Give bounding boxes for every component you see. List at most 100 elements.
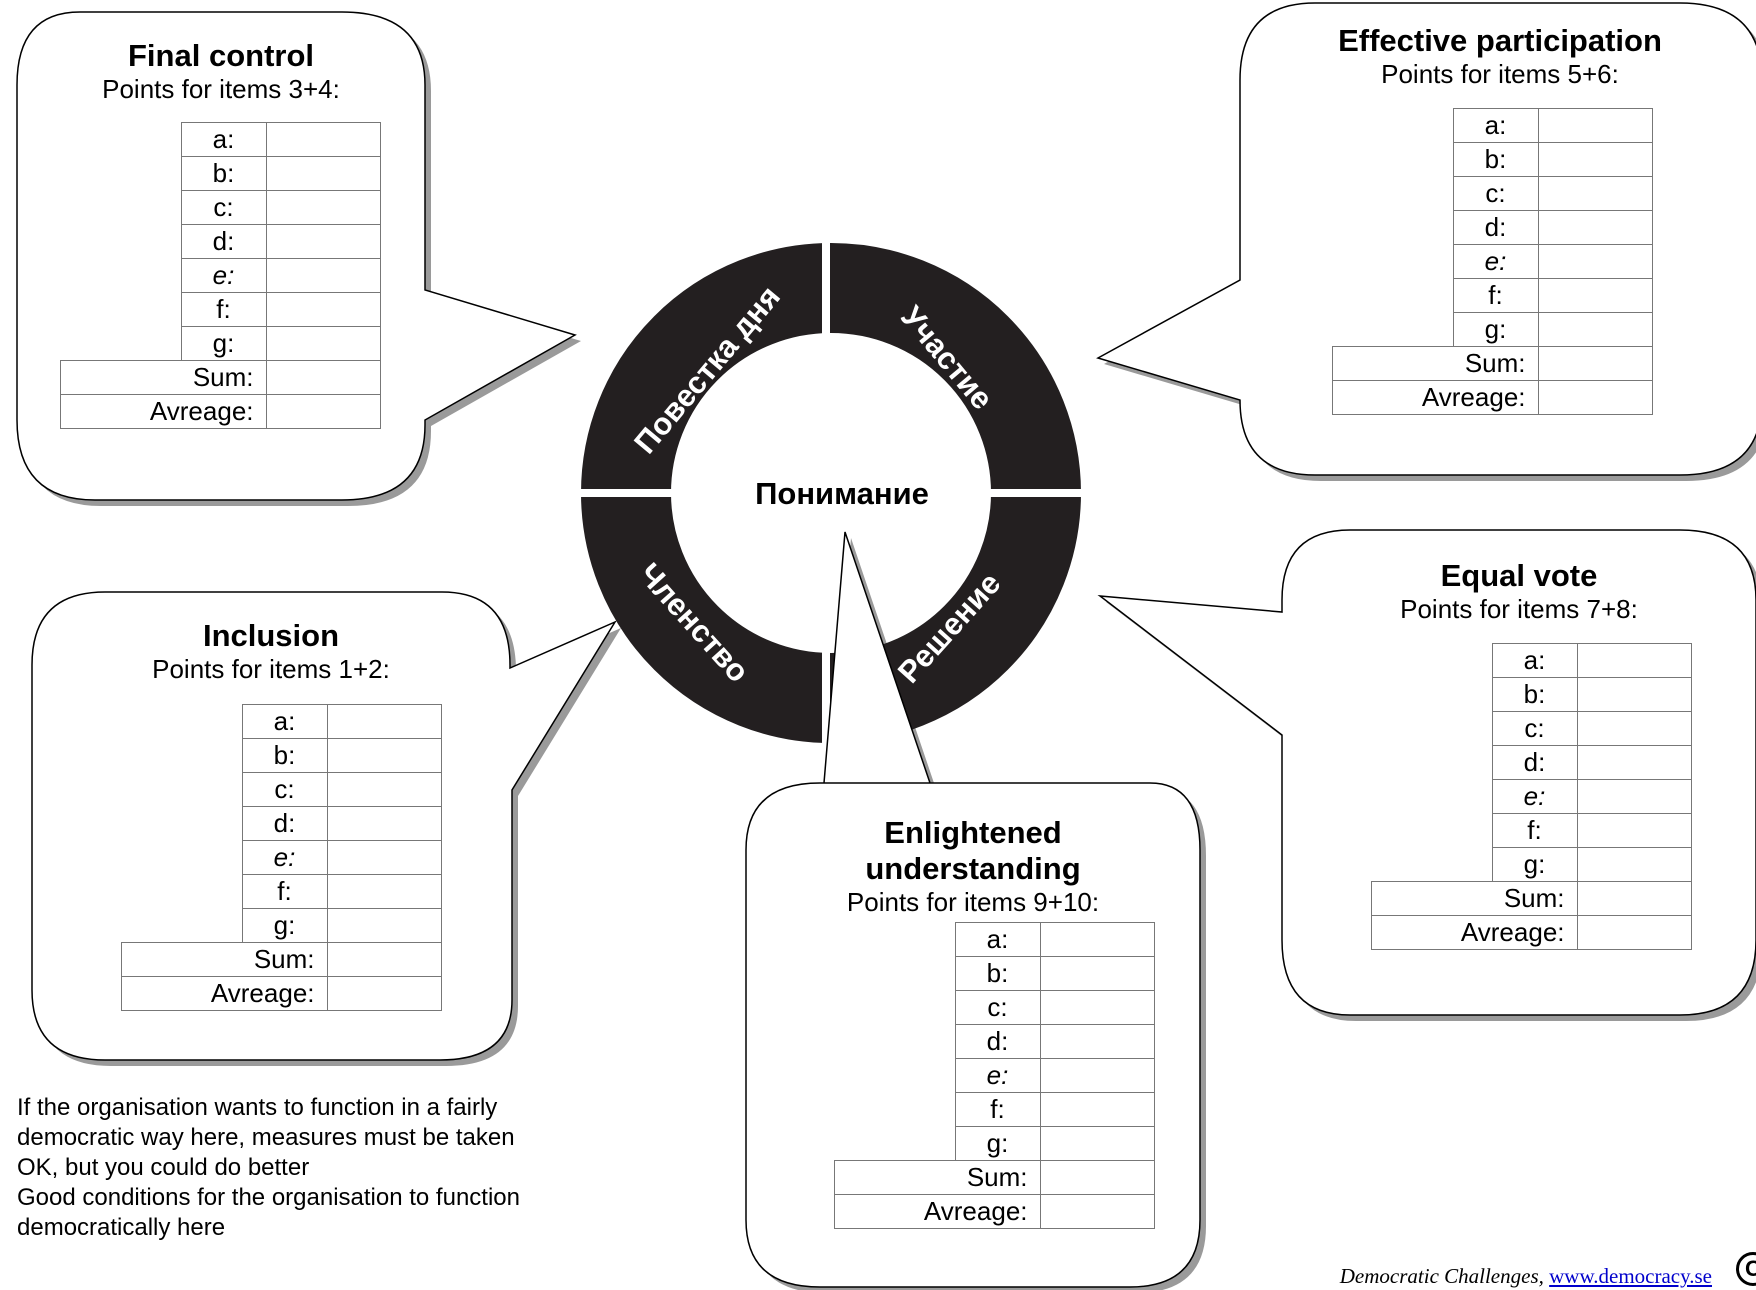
row-label: f: [180,292,267,327]
score-cell[interactable] [1576,813,1692,848]
row-label: f: [954,1092,1041,1127]
score-cell[interactable] [265,224,381,259]
final-control-header: Final control Points for items 3+4: [17,38,425,104]
footer-link[interactable]: www.democracy.se [1549,1264,1712,1288]
legend-line: OK, but you could do better [17,1154,310,1181]
row-label: c: [1452,176,1539,211]
average-cell[interactable] [1537,380,1653,415]
score-cell[interactable] [326,772,442,807]
row-label: b: [180,156,267,191]
row-label: e: [954,1058,1041,1093]
row-label: d: [241,806,328,841]
sum-cell[interactable] [326,942,442,977]
score-cell[interactable] [1039,1126,1155,1161]
creative-commons-icon: C [1736,1252,1756,1286]
equal-vote-title: Equal vote [1440,558,1598,593]
score-cell[interactable] [326,806,442,841]
enlightened-understanding-header: Enlightened understanding Points for ite… [746,815,1200,917]
score-cell[interactable] [1576,745,1692,780]
score-cell[interactable] [326,704,442,739]
score-cell[interactable] [1537,244,1653,279]
score-cell[interactable] [1039,956,1155,991]
score-cell[interactable] [1537,108,1653,143]
score-cell[interactable] [265,326,381,361]
score-cell[interactable] [1537,142,1653,177]
sum-cell[interactable] [265,360,381,395]
legend-line: Good conditions for the organisation to … [17,1184,520,1211]
row-label: c: [1491,711,1578,746]
row-label: b: [1491,677,1578,712]
row-label: d: [1491,745,1578,780]
score-cell[interactable] [265,190,381,225]
equal-vote-table: a: b: c: d: e: f: g: Sum: Avreage: [1371,643,1692,950]
sum-cell[interactable] [1537,346,1653,381]
score-cell[interactable] [1576,779,1692,814]
inclusion-title: Inclusion [202,618,340,653]
row-label: g: [954,1126,1041,1161]
score-cell[interactable] [1039,990,1155,1025]
score-cell[interactable] [265,258,381,293]
sum-label: Sum: [834,1160,1041,1195]
row-label: b: [954,956,1041,991]
average-cell[interactable] [1576,915,1692,950]
footer: Democratic Challenges, www.democracy.se [1340,1264,1712,1289]
score-cell[interactable] [265,156,381,191]
enlightened-subtitle: Points for items 9+10: [846,887,1100,917]
score-cell[interactable] [1576,677,1692,712]
average-cell[interactable] [265,394,381,429]
average-cell[interactable] [1039,1194,1155,1229]
average-label: Avreage: [1332,380,1539,415]
row-label: a: [1491,643,1578,678]
inclusion-subtitle: Points for items 1+2: [152,654,390,684]
score-cell[interactable] [326,840,442,875]
score-cell[interactable] [1576,643,1692,678]
sum-label: Sum: [60,360,267,395]
row-label: f: [1491,813,1578,848]
row-label: a: [241,704,328,739]
average-label: Avreage: [60,394,267,429]
row-label: b: [241,738,328,773]
score-cell[interactable] [1537,210,1653,245]
row-label: c: [180,190,267,225]
legend-line: If the organisation wants to function in… [17,1094,498,1121]
row-label: e: [180,258,267,293]
row-label: d: [1452,210,1539,245]
legend-line: democratic way here, measures must be ta… [17,1124,515,1151]
row-label: f: [241,874,328,909]
sum-cell[interactable] [1039,1160,1155,1195]
score-cell[interactable] [1537,176,1653,211]
score-cell[interactable] [1537,278,1653,313]
score-cell[interactable] [1039,1092,1155,1127]
score-cell[interactable] [1576,847,1692,882]
row-label: a: [180,122,267,157]
score-cell[interactable] [1039,1058,1155,1093]
effective-participation-subtitle: Points for items 5+6: [1381,59,1619,89]
row-label: g: [1491,847,1578,882]
row-label: c: [954,990,1041,1025]
row-label: c: [241,772,328,807]
inclusion-header: Inclusion Points for items 1+2: [32,618,510,684]
legend-line: democratically here [17,1214,226,1241]
score-cell[interactable] [1576,711,1692,746]
score-cell[interactable] [1039,922,1155,957]
row-label: e: [1491,779,1578,814]
legend-text: If the organisation wants to function in… [17,1093,617,1243]
score-cell[interactable] [1039,1024,1155,1059]
sum-cell[interactable] [1576,881,1692,916]
row-label: d: [954,1024,1041,1059]
row-label: e: [241,840,328,875]
row-label: e: [1452,244,1539,279]
score-cell[interactable] [265,292,381,327]
row-label: b: [1452,142,1539,177]
score-cell[interactable] [326,908,442,943]
score-cell[interactable] [1537,312,1653,347]
enlightened-understanding-table: a: b: c: d: e: f: g: Sum: Avreage: [834,922,1155,1229]
enlightened-title-line1: Enlightened [884,815,1062,850]
average-cell[interactable] [326,976,442,1011]
equal-vote-subtitle: Points for items 7+8: [1400,594,1638,624]
score-cell[interactable] [326,738,442,773]
score-cell[interactable] [265,122,381,157]
effective-participation-title: Effective participation [1338,23,1662,58]
row-label: g: [241,908,328,943]
score-cell[interactable] [326,874,442,909]
